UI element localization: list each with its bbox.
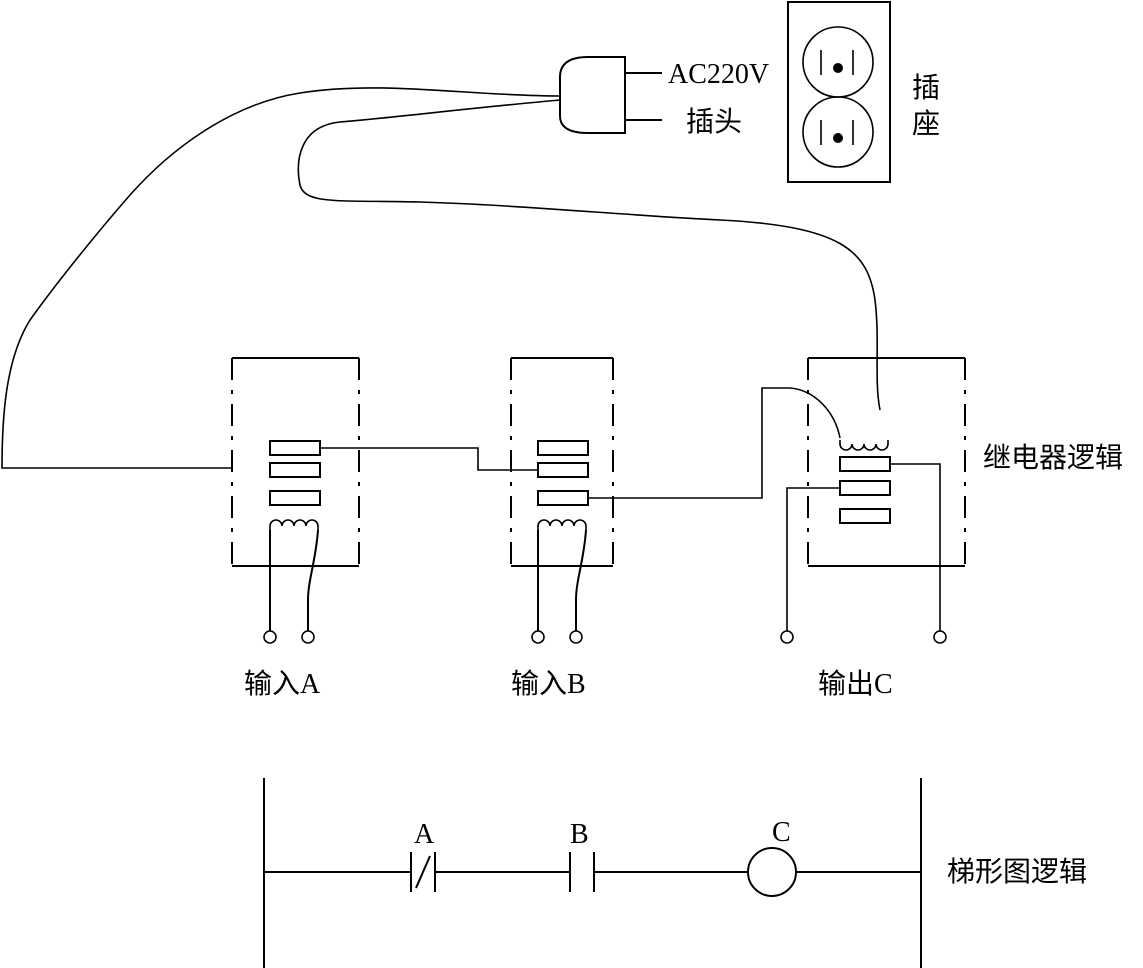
- relay-a-contact-1: [269, 440, 321, 456]
- socket-outlet-top: [802, 26, 874, 98]
- wall-socket: [787, 1, 891, 183]
- coil-c-icon: [747, 847, 797, 897]
- power-cord-right: [297, 99, 881, 411]
- ladder-logic-label: 梯形图逻辑: [947, 856, 1087, 888]
- output-c-terminal-2: [933, 630, 947, 644]
- relay-c-contact-1: [839, 456, 891, 472]
- input-b-label: 输入B: [511, 668, 586, 700]
- relay-b: [510, 357, 614, 644]
- plug: [559, 56, 662, 134]
- plug-label: 插头: [686, 106, 742, 138]
- power-cord-left: [1, 87, 561, 469]
- relay-logic-label: 继电器逻辑: [983, 442, 1123, 474]
- relay-c-contact-2: [839, 480, 891, 496]
- relay-a-coil-icon: [269, 519, 319, 530]
- relay-b-contact-1: [537, 440, 589, 456]
- socket-label-2: 座: [912, 108, 940, 140]
- coil-c-label: C: [772, 817, 791, 848]
- contact-b-label: B: [570, 819, 589, 850]
- contact-a-label: A: [414, 819, 435, 850]
- relay-a-contact-2: [269, 462, 321, 478]
- wire-a-to-b: [320, 447, 538, 471]
- socket-label-1: 插: [912, 72, 940, 104]
- relay-b-coil-icon: [537, 519, 587, 530]
- relay-a: [231, 357, 360, 644]
- wire-c-out-left: [786, 487, 840, 631]
- input-a-label: 输入A: [244, 668, 321, 700]
- output-c-label: 输出C: [818, 668, 893, 700]
- relay-b-contact-3: [537, 490, 589, 506]
- relay-a-contact-3: [269, 490, 321, 506]
- wire-b-to-c: [588, 387, 841, 499]
- relay-c-contact-3: [839, 508, 891, 524]
- relay-b-contact-2: [537, 462, 589, 478]
- relay-c: [807, 357, 966, 567]
- relay-c-coil-icon: [839, 440, 889, 451]
- socket-outlet-bottom: [802, 96, 874, 168]
- ac-voltage-label: AC220V: [668, 59, 769, 90]
- output-c-terminal-1: [780, 630, 794, 644]
- wire-c-out-right: [890, 463, 941, 631]
- ladder-diagram: [263, 778, 922, 968]
